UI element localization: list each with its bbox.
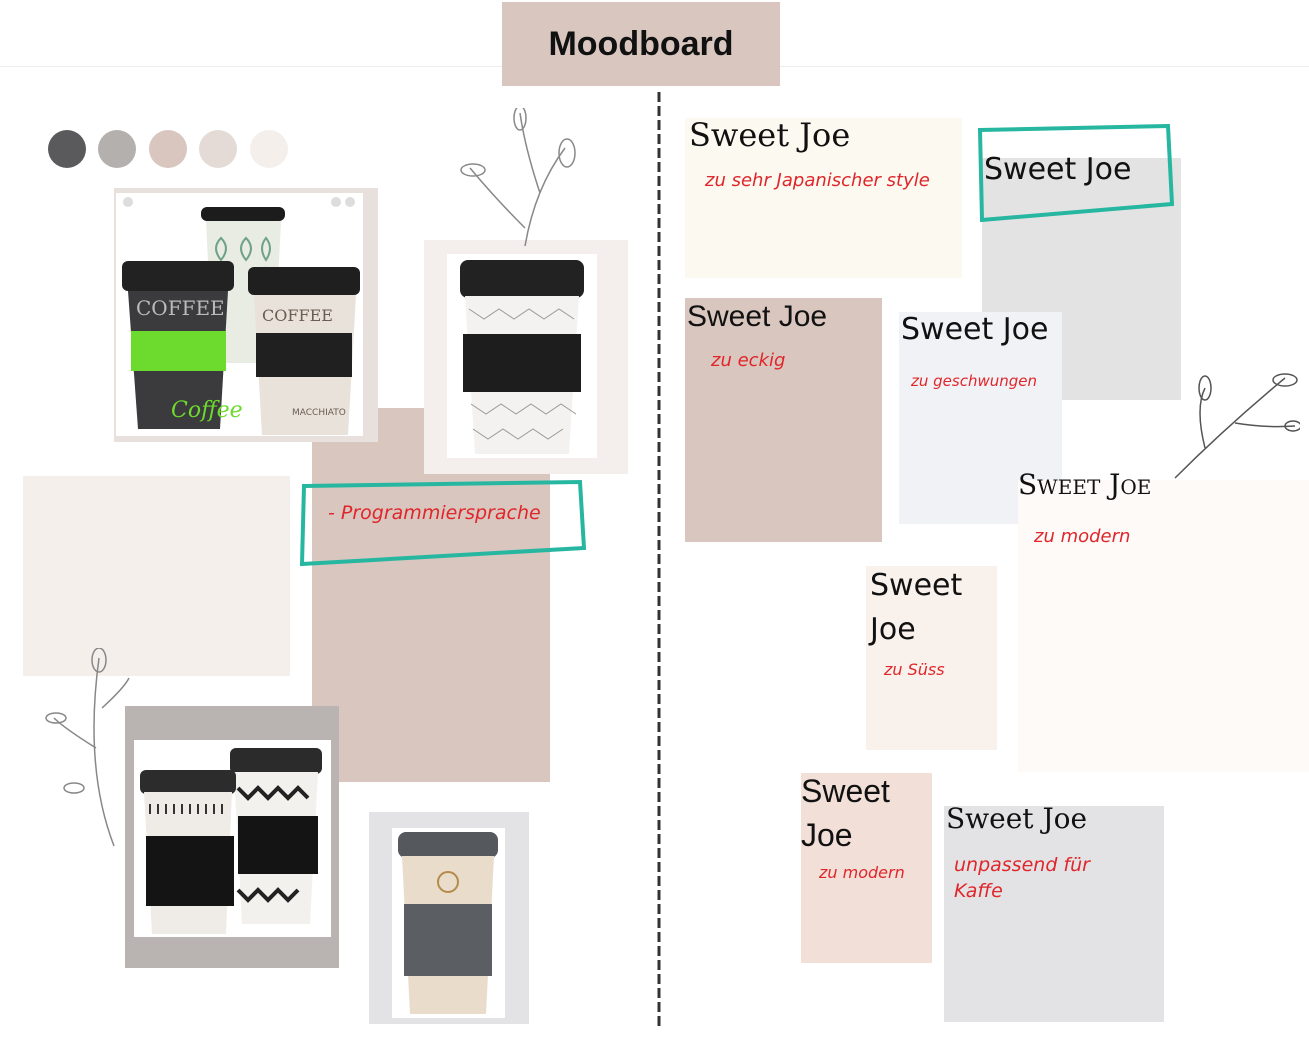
card-note: zu geschwungen	[911, 372, 1038, 390]
palette-swatch-4	[199, 130, 237, 168]
cup-label-4: MACCHIATO	[292, 408, 346, 418]
font-card-6: Sweet Joe zu Süss	[866, 566, 997, 750]
card-note: zu modern	[819, 863, 905, 882]
palette-swatch-1	[48, 130, 86, 168]
card-note: unpassend für Kaffe	[954, 854, 1090, 902]
callout-box: - Programmiersprache	[298, 476, 588, 568]
card-note: zu Süss	[884, 660, 945, 679]
font-card-2-header: Sweet Joe	[976, 124, 1176, 224]
card-title: Sweet Joe	[870, 568, 963, 647]
page-title: Moodboard	[548, 24, 734, 63]
card-title: Sweet Joe	[984, 152, 1132, 187]
card-title: Sweet Joe	[801, 773, 890, 853]
teal-frame	[299, 479, 587, 567]
card-title: Sweet Joe	[946, 802, 1088, 835]
font-card-7: Sweet Joe zu modern	[801, 773, 932, 963]
card-title: Sweet Joe	[687, 300, 828, 333]
font-card-3: Sweet Joe zu eckig	[685, 298, 882, 542]
palette-swatch-5	[250, 130, 288, 168]
palette-swatch-3	[149, 130, 187, 168]
cups-photo-3	[134, 740, 331, 937]
cup-label-3: COFFEE	[262, 306, 333, 325]
cups-photo-2	[447, 254, 597, 458]
branch-icon	[45, 648, 130, 847]
card-note: zu sehr Japanischer style	[705, 170, 930, 191]
font-card-8: Sweet Joe unpassend für Kaffe	[944, 802, 1164, 1022]
callout-text: - Programmiersprache	[328, 502, 541, 524]
geometric-cup-image	[460, 260, 584, 454]
card-note: zu eckig	[711, 350, 786, 371]
zigzag-cups-image	[140, 748, 322, 934]
cup-label-2: Coffee	[171, 398, 243, 423]
card-title: Sweet Joe	[901, 312, 1049, 347]
font-card-5: Sweet Joe zu modern	[1018, 468, 1309, 772]
beige-block	[23, 476, 290, 676]
branch-icon	[460, 108, 576, 247]
divider-line	[657, 92, 661, 1028]
font-card-1: Sweet Joe zu sehr Japanischer style	[685, 116, 962, 278]
teal-frame	[977, 124, 1175, 223]
edelweiss-cup-image	[398, 832, 498, 1014]
card-title: Sweet Joe	[1018, 468, 1152, 501]
cups-photo-4	[392, 828, 505, 1018]
branch-icon	[1174, 373, 1300, 479]
card-title: Sweet Joe	[689, 116, 851, 154]
palette-swatch-2	[98, 130, 136, 168]
cups-image: COFFEE Coffee COFFEE MACCHIATO	[122, 197, 360, 435]
cup-label-1: COFFEE	[136, 296, 225, 320]
card-note: zu modern	[1034, 526, 1131, 547]
moodboard-title: Moodboard	[502, 2, 780, 86]
cups-photo-1: COFFEE Coffee COFFEE MACCHIATO	[116, 193, 363, 436]
